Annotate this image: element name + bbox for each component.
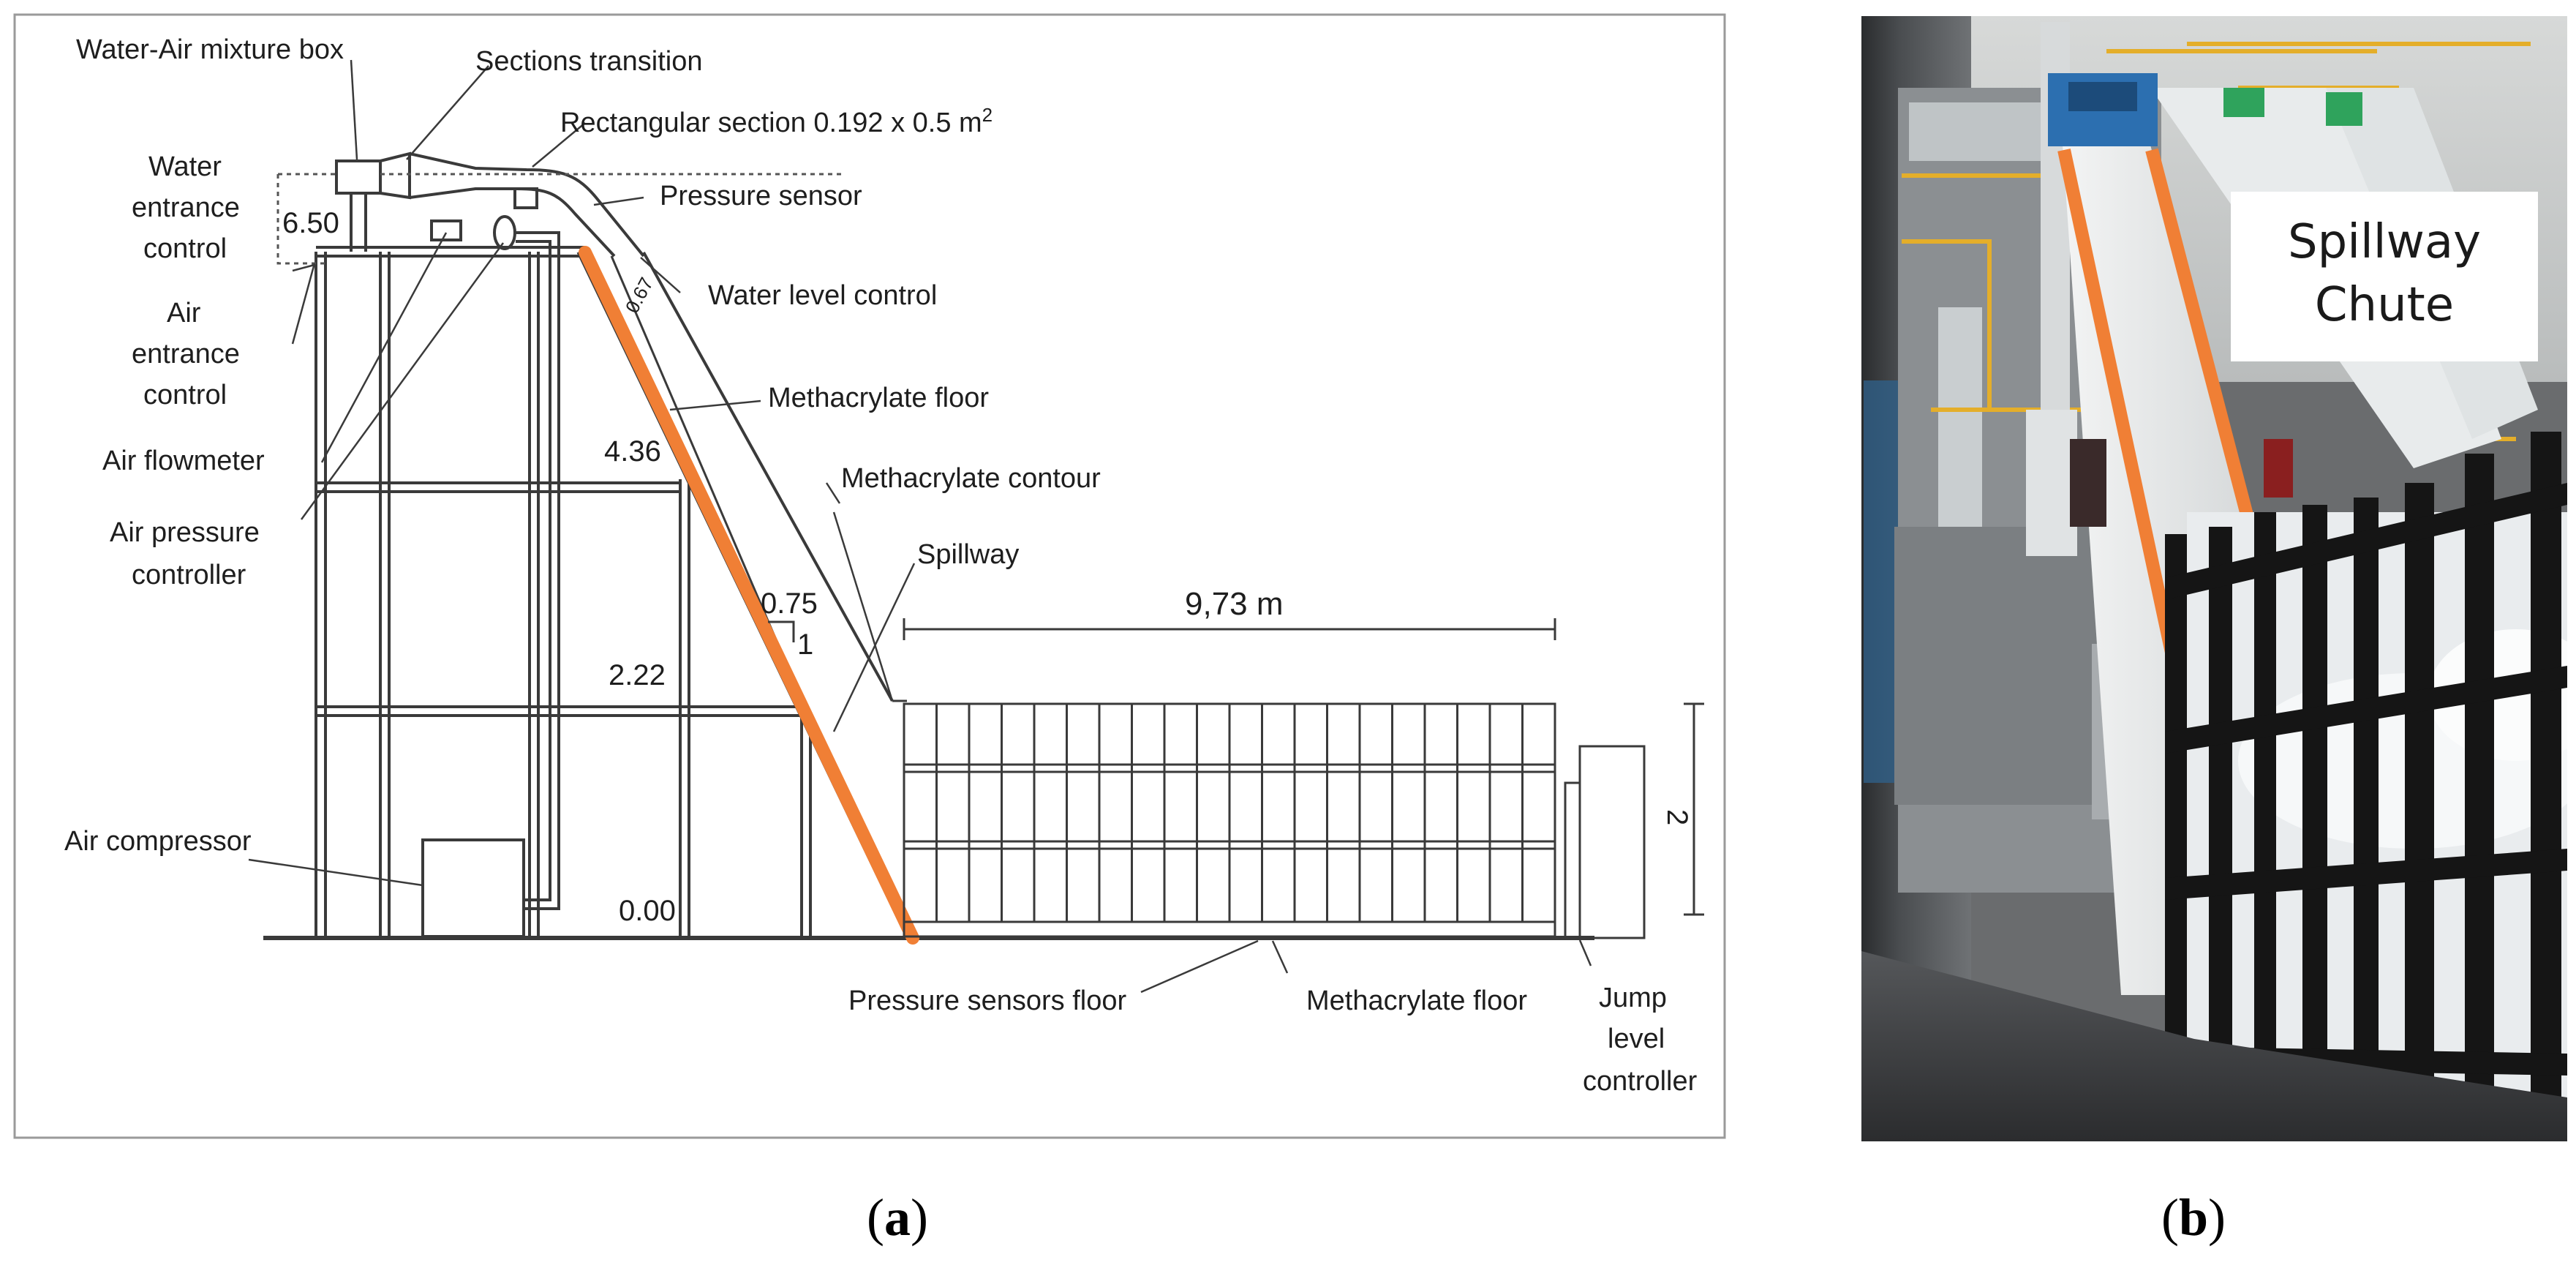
label-jump-1: Jump bbox=[1599, 983, 1667, 1013]
photo-label-chute: Chute bbox=[2315, 278, 2454, 332]
label-water-level: Water level control bbox=[708, 280, 937, 311]
leader-lines bbox=[248, 59, 1592, 994]
photo-orange-right bbox=[2145, 148, 2261, 545]
top-apparatus bbox=[335, 151, 645, 258]
label-jump-2: level bbox=[1608, 1024, 1665, 1054]
label-methacrylate-floor-bottom: Methacrylate floor bbox=[1306, 986, 1527, 1016]
label-air-entrance-1: Air bbox=[167, 298, 201, 329]
label-sections-transition: Sections transition bbox=[475, 46, 703, 77]
label-water-air-box: Water-Air mixture box bbox=[76, 34, 344, 65]
air-pipe bbox=[516, 240, 551, 901]
contour-line-outer bbox=[642, 252, 894, 702]
label-air-entrance-3: control bbox=[143, 380, 227, 410]
dim-slope-0-75: 0.75 bbox=[761, 588, 818, 620]
photo-label-spillway: Spillway bbox=[2288, 215, 2481, 269]
dimension-lines bbox=[768, 618, 1704, 916]
water-entrance-box bbox=[276, 173, 841, 265]
label-methacrylate-contour: Methacrylate contour bbox=[841, 463, 1101, 494]
dim-height-2: 2 bbox=[1661, 809, 1693, 825]
air-compressor-box bbox=[421, 838, 525, 938]
caption-b: (b) bbox=[2161, 1188, 2226, 1247]
label-methacrylate-floor-top: Methacrylate floor bbox=[768, 383, 989, 413]
spillway-chute-highlight bbox=[579, 246, 919, 945]
label-pressure-sensor: Pressure sensor bbox=[660, 181, 862, 211]
elevation-4-36: 4.36 bbox=[604, 435, 661, 468]
photo-label-box bbox=[2231, 192, 2538, 361]
label-air-entrance-2: entrance bbox=[132, 339, 240, 369]
label-water-entrance-3: control bbox=[143, 233, 227, 264]
label-air-pressure-1: Air pressure bbox=[110, 517, 260, 548]
label-rect-section: Rectangular section 0.192 x 0.5 m2 bbox=[560, 104, 993, 138]
panel-a-frame bbox=[13, 13, 1726, 1139]
label-spillway: Spillway bbox=[917, 539, 1019, 570]
caption-a: (a) bbox=[867, 1188, 928, 1247]
label-air-compressor: Air compressor bbox=[64, 826, 252, 857]
basin-verticals bbox=[935, 704, 1524, 922]
label-water-entrance-2: entrance bbox=[132, 192, 240, 223]
elevation-2-22: 2.22 bbox=[609, 659, 666, 691]
elevation-6-50: 6.50 bbox=[282, 207, 339, 239]
dim-length-9-73: 9,73 m bbox=[1185, 586, 1284, 622]
label-jump-3: controller bbox=[1583, 1066, 1698, 1097]
tower-frame bbox=[315, 246, 812, 936]
panel-a-schematic: Water-Air mixture box Sections transitio… bbox=[13, 13, 1726, 1139]
panel-b-photo: Spillway Chute bbox=[1861, 16, 2567, 1141]
elevation-0-00: 0.00 bbox=[619, 895, 676, 927]
label-water-entrance-1: Water bbox=[148, 151, 222, 182]
label-pressure-sensors-floor: Pressure sensors floor bbox=[848, 986, 1126, 1016]
dim-slope-1: 1 bbox=[797, 628, 813, 661]
jump-controller-structure bbox=[1564, 745, 1646, 939]
label-air-pressure-2: controller bbox=[132, 560, 246, 590]
label-air-flowmeter: Air flowmeter bbox=[102, 446, 265, 476]
